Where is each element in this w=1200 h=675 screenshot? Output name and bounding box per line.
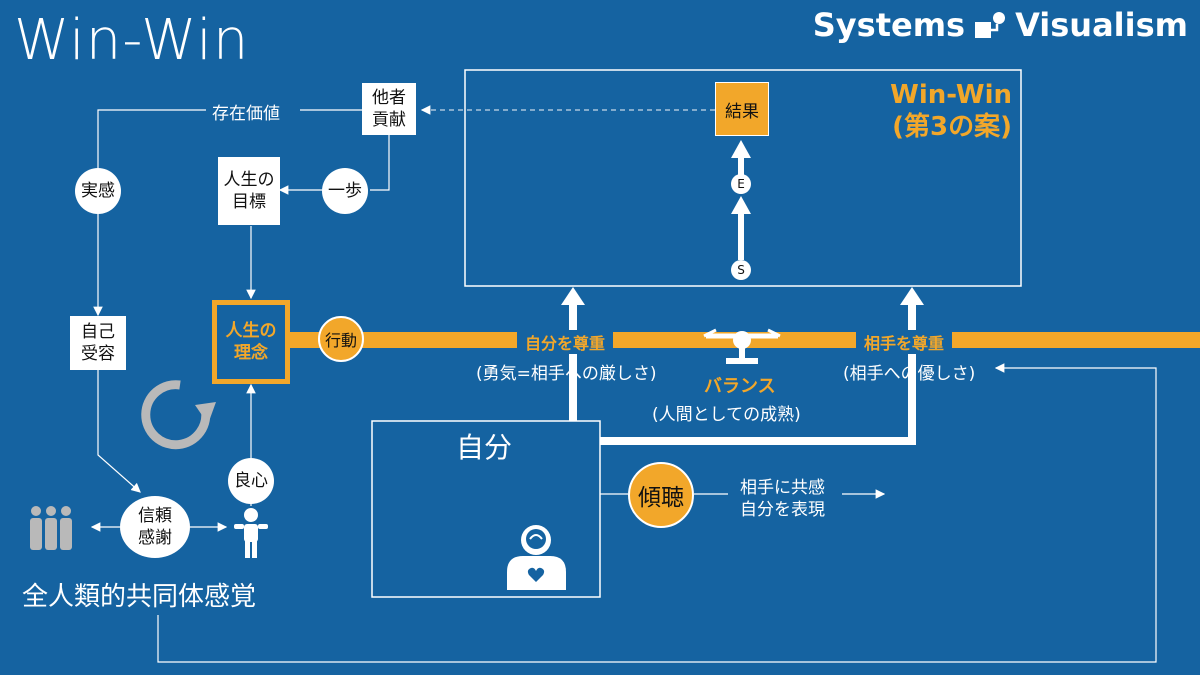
self-acceptance-box: 自己 受容 [70, 316, 126, 370]
s-node: S [731, 260, 751, 280]
winwin-frame [464, 69, 1022, 287]
respect-other-arrow-head [900, 287, 924, 305]
realization-circle: 実感 [75, 168, 121, 214]
s-to-e-head [731, 196, 751, 214]
result-box: 結果 [715, 82, 769, 136]
trust-line2: 感謝 [138, 528, 172, 548]
trust-circle: 信頼 感謝 [120, 496, 190, 558]
balance-scale-icon [703, 328, 781, 364]
respect-self-arrow-head [561, 287, 585, 305]
life-goal-line1: 人生の [223, 170, 275, 190]
brand-logo-icon [973, 8, 1007, 42]
action-circle: 行動 [318, 316, 364, 362]
winwin-title: Win-Win (第3の案) [876, 79, 1012, 143]
existence-value-label: 存在価値 [212, 104, 280, 124]
empathy-note-line2: 自分を表現 [740, 500, 825, 520]
page-title: Win-Win [14, 8, 250, 73]
life-goal-line2: 目標 [232, 192, 266, 212]
community-feedback-loop [157, 363, 1157, 663]
empathy-note: 相手に共感 自分を表現 [740, 477, 825, 521]
self-acceptance-line2: 受容 [81, 344, 115, 364]
balance-sub: (人間としての成熟) [652, 405, 801, 425]
respect-other-sub: (相手への優しさ) [843, 364, 976, 384]
brand-left-text: Systems [812, 6, 966, 44]
balance-label: バランス [704, 376, 776, 397]
one-step-circle: 一歩 [322, 168, 368, 214]
self-frame [371, 420, 601, 598]
head-heart-icon [507, 525, 566, 590]
contribution-line2: 貢献 [372, 110, 406, 130]
e-to-result-head [731, 140, 751, 158]
contribution-line1: 他者 [372, 88, 406, 108]
respect-self-label: 自分を尊重 [517, 330, 614, 354]
philosophy-line1: 人生の [225, 321, 277, 341]
contribution-box: 他者 貢献 [362, 83, 416, 135]
winwin-title-line1: Win-Win [890, 80, 1012, 110]
conscience-circle: 良心 [228, 458, 274, 504]
listening-circle: 傾聴 [628, 462, 694, 528]
respect-self-sub: (勇気=相手への厳しさ) [476, 364, 657, 384]
life-goal-box: 人生の 目標 [218, 157, 280, 225]
cycle-arrow-icon [141, 380, 216, 450]
value-to-acceptance-line [93, 109, 206, 317]
winwin-title-line2: (第3の案) [892, 112, 1012, 142]
self-acceptance-line1: 自己 [81, 322, 115, 342]
empathy-note-line1: 相手に共感 [740, 478, 825, 498]
trust-line1: 信頼 [138, 506, 172, 526]
self-label: 自分 [456, 431, 513, 464]
contribution-to-step-line [370, 134, 390, 191]
life-philosophy-box: 人生の 理念 [212, 300, 290, 384]
philosophy-line2: 理念 [234, 343, 268, 363]
person-icon [234, 508, 268, 558]
brand-right-text: Visualism [1015, 6, 1188, 44]
community-feeling-label: 全人類的共同体感覚 [22, 582, 257, 612]
e-node: E [731, 174, 751, 194]
people-group-icon [30, 506, 72, 550]
brand-logo: Systems Visualism [813, 6, 1188, 44]
acceptance-to-trust-line [97, 370, 141, 493]
respect-other-label: 相手を尊重 [856, 330, 953, 354]
